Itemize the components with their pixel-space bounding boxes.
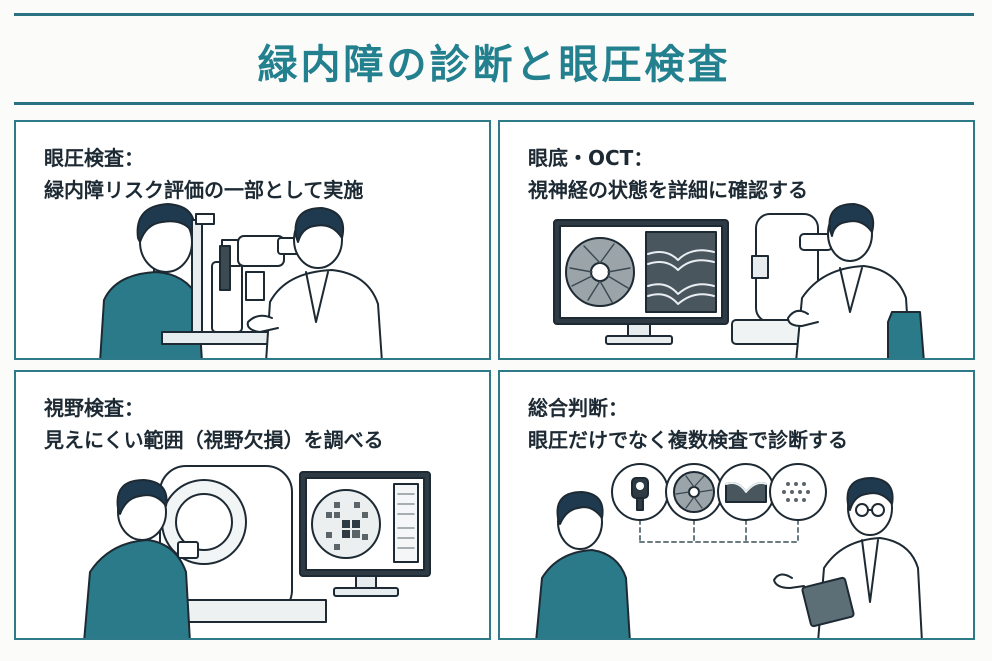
title-rule (14, 102, 974, 105)
diagnosis-illustration (535, 463, 923, 638)
panel-fundus-oct-text: 眼底・OCT： 視神経の状態を詳細に確認する (528, 142, 808, 206)
panel-overall-text: 総合判断： 眼圧だけでなく複数検査で診断する (528, 392, 848, 456)
panel-overall-description: 眼圧だけでなく複数検査で診断する (528, 428, 848, 452)
panel-iop-description: 緑内障リスク評価の一部として実施 (44, 178, 364, 202)
panel-visual-field-heading: 視野検査： (44, 396, 144, 420)
panel-visual-field-description: 見えにくい範囲（視野欠損）を調べる (44, 428, 384, 452)
page-title: 緑内障の診断と眼圧検査 (257, 42, 731, 88)
panel-overall-heading: 総合判断： (528, 396, 628, 420)
oct-illustration (553, 203, 925, 358)
panel-overall: 総合判断： 眼圧だけでなく複数検査で診断する (498, 370, 975, 640)
panel-visual-field: 視野検査： 見えにくい範囲（視野欠損）を調べる (14, 370, 491, 640)
panel-fundus-oct-description: 視神経の状態を詳細に確認する (528, 178, 808, 202)
perimetry-illustration (83, 465, 431, 638)
panel-fundus-oct: 眼底・OCT： 視神経の状態を詳細に確認する (498, 120, 975, 360)
top-rule (14, 13, 974, 16)
panel-iop-heading: 眼圧検査： (44, 146, 144, 170)
tonometry-illustration (99, 203, 383, 358)
panel-fundus-oct-heading: 眼底・OCT： (528, 146, 654, 170)
panel-iop: 眼圧検査： 緑内障リスク評価の一部として実施 (14, 120, 491, 360)
panel-visual-field-text: 視野検査： 見えにくい範囲（視野欠損）を調べる (44, 392, 384, 456)
panel-iop-text: 眼圧検査： 緑内障リスク評価の一部として実施 (44, 142, 363, 206)
